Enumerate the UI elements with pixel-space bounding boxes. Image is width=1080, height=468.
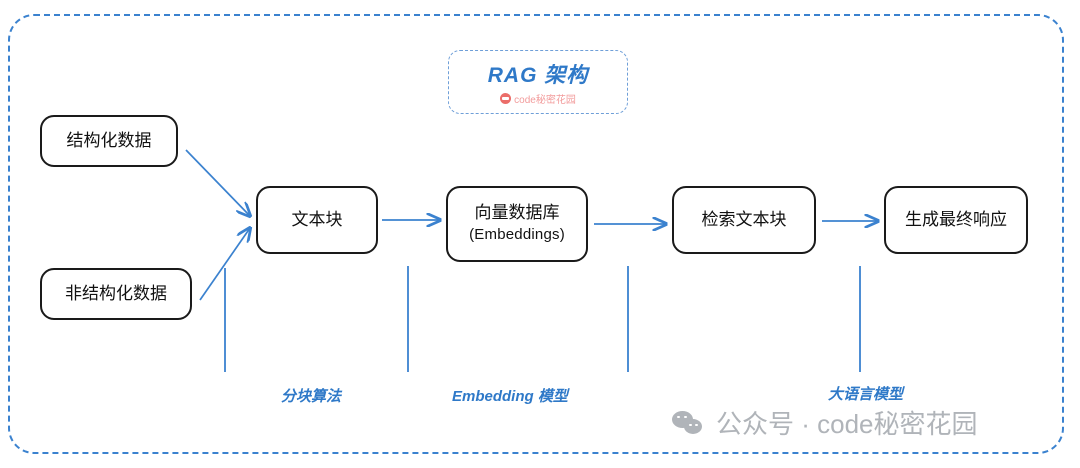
page-title: RAG 架构 [487,63,589,87]
annotation-embedding-model: Embedding 模型 [452,388,568,405]
node-label: 文本块 [291,209,343,229]
node-retrieve-chunks[interactable]: 检索文本块 [672,186,816,254]
node-text-chunks[interactable]: 文本块 [256,186,378,254]
node-label: 检索文本块 [701,209,787,229]
node-unstructured-data[interactable]: 非结构化数据 [40,268,192,320]
node-label: 非结构化数据 [65,283,167,303]
node-label: 生成最终响应 [905,209,1007,229]
annotation-large-language-model: 大语言模型 [828,386,904,403]
wechat-watermark: 公众号 · code秘密花园 [672,404,978,441]
title-watermark: code秘密花园 [500,91,576,106]
node-generate-response[interactable]: 生成最终响应 [884,186,1028,254]
watermark-text: 公众号 · code秘密花园 [716,409,978,439]
title-watermark-text: code秘密花园 [514,94,576,106]
node-vector-database[interactable]: 向量数据库 (Embeddings) [446,186,588,262]
diagram-outer-frame [8,14,1064,454]
annotation-chunking-algorithm: 分块算法 [281,388,342,405]
diagram-title-box: RAG 架构 code秘密花园 [448,50,628,114]
red-circle-logo-icon [500,92,512,104]
node-structured-data[interactable]: 结构化数据 [40,115,178,167]
node-label: 向量数据库 [474,203,560,223]
node-label: 结构化数据 [66,130,152,150]
wechat-icon [672,410,706,436]
node-sublabel: (Embeddings) [469,226,565,244]
